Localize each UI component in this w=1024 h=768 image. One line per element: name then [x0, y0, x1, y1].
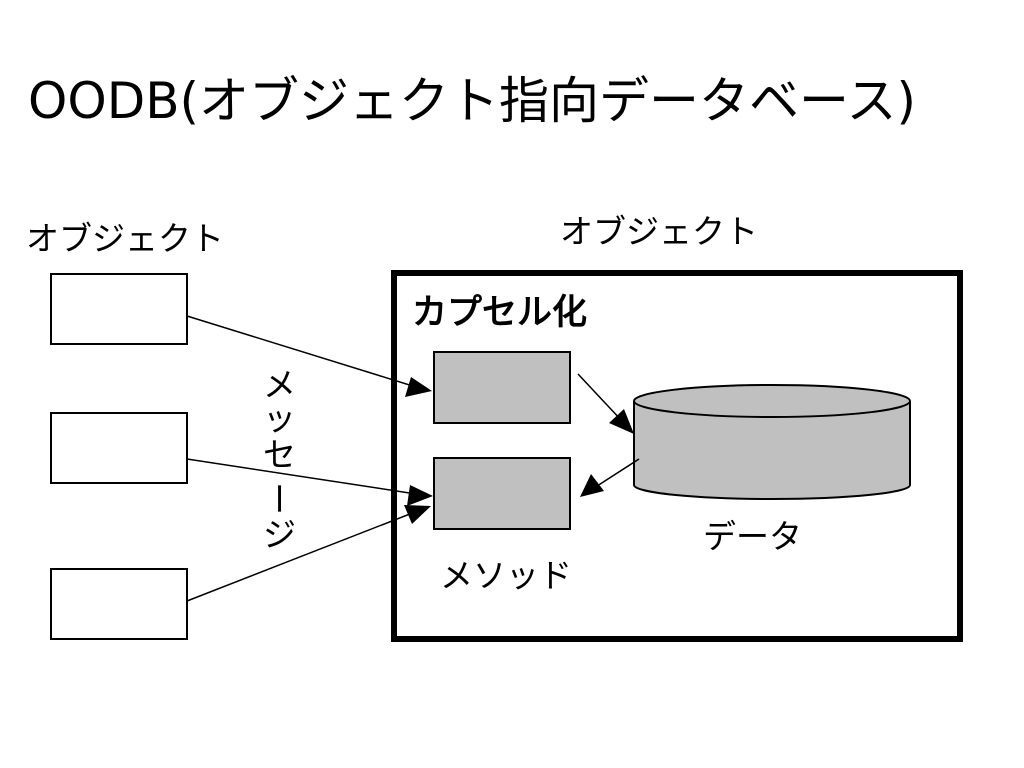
right-object-label: オブジェクト	[560, 212, 758, 251]
page-title: OODB(オブジェクト指向データベース)	[28, 72, 916, 130]
method-box	[433, 457, 571, 530]
method-box	[433, 351, 571, 424]
message-char: メ	[263, 365, 296, 404]
method-label: メソッド	[440, 556, 572, 595]
left-objects-label: オブジェクト	[26, 219, 224, 258]
data-cylinder-icon	[633, 384, 911, 500]
data-label: データ	[703, 517, 802, 556]
message-char: セ	[263, 435, 296, 474]
message-char: ジ	[263, 515, 296, 554]
object-box	[50, 568, 188, 640]
object-box	[50, 273, 188, 345]
data-to-method-arrow	[580, 458, 640, 497]
message-label-vertical: メ ッ セ ー ジ	[259, 365, 298, 554]
object-box	[50, 412, 188, 484]
method-to-data-arrow	[577, 373, 634, 434]
message-char: ー	[259, 482, 298, 515]
message-arrow	[186, 458, 433, 506]
message-arrow	[186, 505, 431, 602]
encapsulation-label: カプセル化	[412, 293, 587, 333]
message-arrow	[186, 315, 432, 397]
message-char: ッ	[263, 399, 296, 438]
